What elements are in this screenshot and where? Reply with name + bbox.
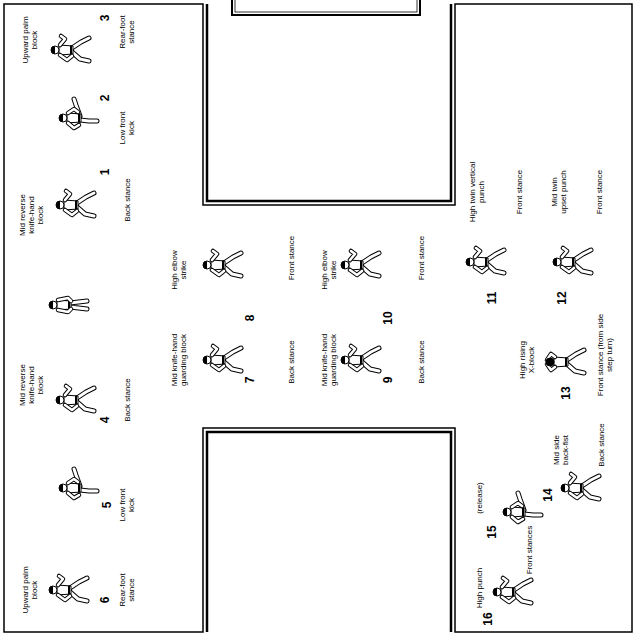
technique-label: Low front kick: [119, 487, 137, 523]
technique-label: Upward palm block: [22, 14, 40, 66]
callout-number: 16: [482, 612, 494, 625]
callout-number: 8: [244, 315, 256, 322]
technique-label: Back stance: [124, 178, 133, 222]
karate-figure: [203, 346, 241, 371]
callout-number: 11: [486, 292, 498, 305]
karate-figure: [493, 578, 531, 603]
callout-number: 4: [99, 417, 111, 424]
callout-number: 7: [244, 377, 256, 384]
technique-label: Back stance: [598, 423, 607, 467]
callout-number: 9: [382, 377, 394, 384]
notch-edge: [207, 4, 451, 201]
callout-number: 6: [99, 597, 111, 604]
heading-box: [232, 0, 420, 15]
technique-label: Front stance: [418, 236, 427, 280]
technique-label: Front stance: [516, 170, 525, 214]
karate-figure: [553, 248, 591, 273]
technique-label: High elbow strike: [171, 248, 189, 292]
karate-figure: [59, 99, 97, 128]
callout-number: 3: [99, 15, 111, 22]
technique-label: Front stances: [526, 526, 535, 574]
karate-figure: [49, 298, 87, 312]
technique-label: Back stance: [124, 378, 133, 422]
technique-label: Rear-foot stance: [119, 12, 137, 52]
technique-label: Back stance: [288, 340, 297, 384]
technique-label: Low front kick: [119, 110, 137, 146]
technique-label: High twin vertical punch: [469, 157, 487, 227]
notch-edge: [207, 432, 451, 632]
karate-figure: [341, 346, 379, 371]
callout-number: 13: [560, 386, 572, 399]
callout-number: 1: [99, 169, 111, 176]
technique-label: Mid knife-hand guarding block: [171, 329, 189, 391]
callout-number: 15: [486, 525, 498, 538]
karate-figure: [561, 474, 599, 499]
karate-figure: [51, 36, 89, 61]
callout-number: 5: [101, 502, 113, 509]
callout-number: 12: [556, 291, 568, 304]
floor-outline: [4, 4, 632, 632]
technique-label: High punch: [476, 568, 485, 608]
karate-figure: [546, 350, 584, 373]
karate-figure: [503, 493, 541, 522]
technique-label: High rising X-block: [519, 337, 537, 383]
karate-figure: [56, 386, 94, 411]
technique-label: Mid reverse knife-hand block: [19, 190, 45, 240]
technique-label: High elbow strike: [321, 248, 339, 292]
karate-figure: [341, 251, 379, 276]
technique-label: Mid reverse knife-hand block: [19, 360, 45, 410]
technique-label: Mid knife-hand guarding block: [321, 329, 339, 391]
callout-number: 10: [382, 311, 394, 324]
technique-label: Front stance: [288, 236, 297, 280]
karate-figure: [49, 576, 87, 601]
karate-figure: [56, 191, 94, 216]
karate-figure: [59, 469, 97, 498]
technique-label: (release): [476, 482, 485, 514]
technique-label: Rear-foot stance: [119, 570, 137, 610]
technique-label: Upward palm block: [22, 564, 40, 616]
heading-box: [235, 0, 417, 12]
callout-number: 2: [99, 95, 111, 102]
callout-number: 14: [542, 488, 554, 501]
technique-label: Front stance: [596, 170, 605, 214]
technique-label: Back stance: [418, 340, 427, 384]
karate-figure: [466, 248, 504, 273]
technique-label: Mid twin upset punch: [551, 168, 569, 216]
karate-figure: [203, 251, 241, 276]
technique-label: Front stance (from side step turn): [597, 313, 615, 398]
technique-label: Mid side back-fist: [553, 431, 571, 469]
